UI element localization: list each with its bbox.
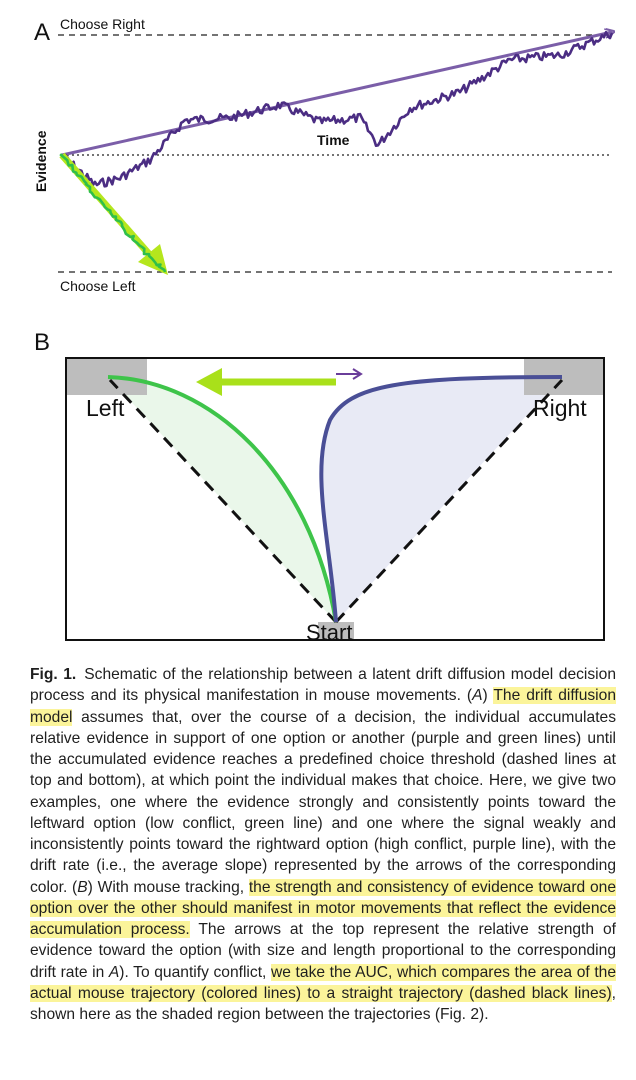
panel-a: A Choose Right Choose Left Evidence Time: [33, 16, 612, 294]
right-target-label: Right: [533, 395, 587, 421]
left-evidence-arrowhead: [196, 368, 222, 396]
start-label: Start: [306, 620, 352, 645]
figure-label: Fig. 1.: [30, 666, 77, 683]
left-target-box[interactable]: [67, 359, 147, 395]
choose-left-label: Choose Left: [60, 278, 136, 294]
caption-text: assumes that, over the course of a decis…: [30, 708, 616, 896]
caption-text: A: [472, 687, 483, 705]
purple-evidence-trajectory: [60, 30, 614, 188]
start-box[interactable]: [318, 622, 354, 639]
caption-text: ) With mouse tracking,: [87, 878, 249, 896]
caption-text: Schematic of the relationship between a …: [30, 666, 616, 705]
caption-text: , shown here as the shaded region betwee…: [30, 984, 616, 1023]
panel-b-label: B: [34, 329, 50, 356]
purple-drift-arrow: [61, 32, 612, 157]
figure-1: A Choose Right Choose Left Evidence Time…: [33, 16, 636, 645]
figure-caption: Fig. 1.Schematic of the relationship bet…: [30, 664, 617, 1025]
caption-text: The arrows at the top represent the rela…: [30, 921, 616, 981]
choose-right-label: Choose Right: [60, 16, 145, 32]
caption-text: B: [77, 878, 88, 896]
blue-auc-region: [321, 377, 562, 622]
left-target-label: Left: [86, 395, 125, 421]
blue-mouse-trajectory: [319, 375, 563, 623]
right-straight-trajectory: [334, 378, 564, 624]
caption-text: ). To quantify conflict,: [119, 963, 271, 981]
panel-a-label: A: [34, 19, 50, 46]
green-mouse-trajectory: [107, 375, 338, 623]
time-axis-label: Time: [317, 132, 350, 148]
right-evidence-arrowhead: [352, 368, 363, 380]
panel-b: B Left Right Start: [34, 329, 605, 645]
caption-text: A: [108, 963, 120, 981]
left-straight-trajectory: [108, 378, 338, 624]
green-evidence-trajectory: [59, 153, 167, 273]
evidence-axis-label: Evidence: [33, 130, 49, 192]
caption-text: ): [482, 687, 494, 705]
